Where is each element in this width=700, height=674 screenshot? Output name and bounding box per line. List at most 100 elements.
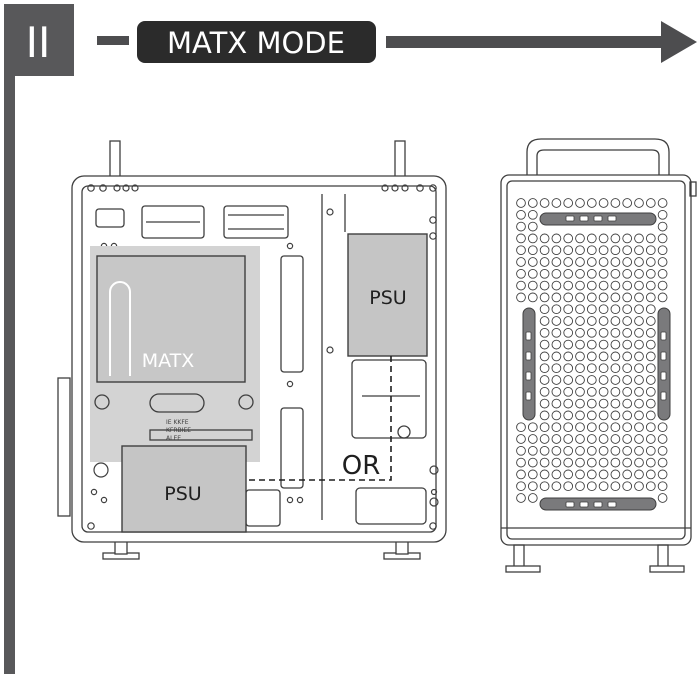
mesh-hole <box>586 257 597 267</box>
mesh-hole <box>657 198 668 208</box>
mesh-hole <box>539 233 550 244</box>
mesh-hole <box>610 198 621 208</box>
mesh-hole <box>598 339 609 350</box>
mesh-hole <box>645 363 656 374</box>
front-handle-outer <box>526 138 670 178</box>
mesh-hole <box>527 292 538 303</box>
mesh-hole <box>563 351 574 362</box>
mesh-hole <box>539 304 550 315</box>
mesh-hole <box>657 209 668 220</box>
banner-label: MATX MODE <box>167 26 345 60</box>
mesh-hole <box>634 339 644 350</box>
mesh-hole <box>575 398 585 409</box>
mesh-hole <box>575 410 585 421</box>
mesh-hole <box>575 469 585 480</box>
psu-bottom: PSU <box>121 445 247 533</box>
mesh-hole <box>563 268 574 279</box>
board-standoff-slot <box>149 393 205 413</box>
mesh-hole <box>610 375 621 385</box>
mesh-hole <box>516 268 526 279</box>
mesh-hole <box>657 481 668 492</box>
bracket-hole <box>397 425 411 439</box>
mesh-hole <box>563 245 574 256</box>
mesh-hole <box>575 351 585 362</box>
mesh-hole <box>586 327 597 338</box>
mesh-hole <box>527 457 538 468</box>
mesh-hole <box>539 445 550 456</box>
mesh-hole <box>539 339 550 350</box>
or-label: OR <box>342 451 381 481</box>
mesh-hole <box>610 457 621 468</box>
step-badge: II <box>4 4 74 76</box>
mesh-hole <box>645 292 656 303</box>
mesh-hole <box>634 268 644 279</box>
mesh-hole <box>622 457 633 468</box>
left-handle-post <box>109 140 121 182</box>
mesh-hole <box>645 268 656 279</box>
front-ports <box>525 215 667 508</box>
mesh-hole <box>539 469 550 480</box>
mesh-hole <box>575 292 585 303</box>
mesh-hole <box>516 481 526 492</box>
board-screw-left <box>94 394 110 410</box>
banner-pill <box>137 21 376 63</box>
mesh-hole <box>622 257 633 267</box>
board-text-1: IE KKFE <box>166 419 189 426</box>
mesh-hole <box>539 245 550 256</box>
mesh-hole <box>657 422 668 433</box>
mesh-hole <box>539 457 550 468</box>
center-slot-upper <box>280 255 304 373</box>
or-dashed-line <box>246 356 392 481</box>
mesh-hole <box>516 422 526 433</box>
matx-outline <box>96 255 246 383</box>
mesh-hole <box>586 316 597 326</box>
mesh-hole <box>586 457 597 468</box>
mesh-hole <box>586 233 597 244</box>
mesh-hole <box>527 280 538 291</box>
mesh-hole <box>551 327 562 338</box>
mesh-hole <box>516 457 526 468</box>
mesh-hole <box>539 375 550 385</box>
right-io-bar <box>657 307 671 421</box>
mesh-hole <box>622 233 633 244</box>
mesh-hole <box>586 386 597 397</box>
mesh-hole <box>634 292 644 303</box>
mesh-hole <box>634 245 644 256</box>
mesh-hole <box>586 292 597 303</box>
mesh-hole <box>610 233 621 244</box>
mesh-hole <box>586 481 597 492</box>
mesh-hole <box>645 316 656 326</box>
front-mesh <box>516 198 668 503</box>
mesh-hole <box>634 198 644 208</box>
mesh-hole <box>598 363 609 374</box>
mesh-hole <box>575 422 585 433</box>
mesh-hole <box>563 363 574 374</box>
mesh-hole <box>610 257 621 267</box>
mesh-hole <box>575 280 585 291</box>
mesh-hole <box>598 351 609 362</box>
vertical-bar <box>4 70 15 674</box>
banner-arrow-head <box>661 21 697 63</box>
mesh-hole <box>645 398 656 409</box>
mesh-hole <box>563 292 574 303</box>
front-handle-inner <box>536 149 660 178</box>
case-inner <box>81 185 437 533</box>
mesh-hole <box>598 398 609 409</box>
psu-top-label: PSU <box>369 287 406 309</box>
mesh-hole <box>622 280 633 291</box>
mesh-hole <box>610 268 621 279</box>
mesh-hole <box>527 268 538 279</box>
mesh-hole <box>645 386 656 397</box>
mesh-hole <box>586 280 597 291</box>
mesh-hole <box>575 257 585 267</box>
mesh-hole <box>657 493 668 503</box>
mesh-hole <box>610 304 621 315</box>
mesh-hole <box>598 386 609 397</box>
mesh-hole <box>575 386 585 397</box>
badge-box <box>4 4 74 76</box>
mesh-hole <box>645 245 656 256</box>
mesh-hole <box>645 445 656 456</box>
mesh-hole <box>610 410 621 421</box>
mesh-hole <box>634 386 644 397</box>
mesh-hole <box>527 481 538 492</box>
